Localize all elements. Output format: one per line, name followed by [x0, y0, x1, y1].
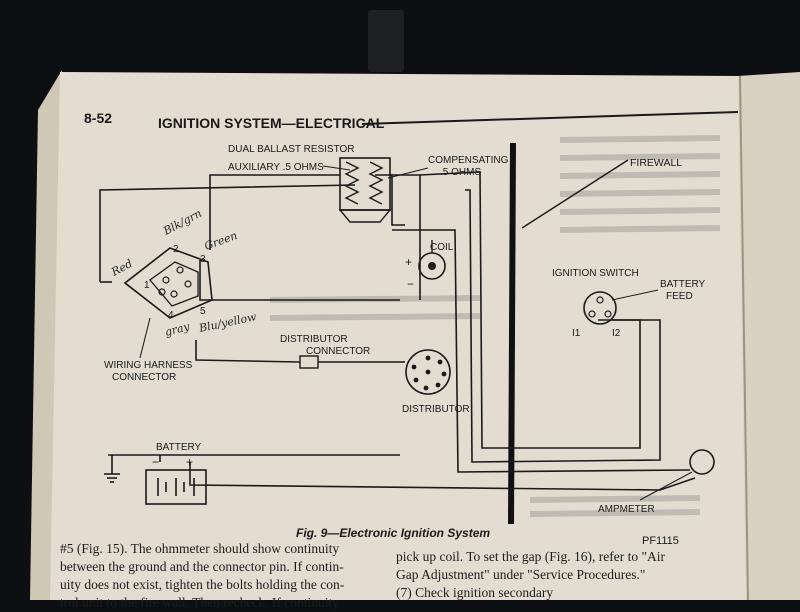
firewall-label: FIREWALL [630, 157, 682, 169]
battery-minus: − [152, 455, 159, 469]
bleed-through-text [269, 135, 721, 517]
wiring-harness-leader [139, 317, 151, 359]
ground-symbol [104, 455, 120, 483]
ignition-switch-symbol [583, 291, 617, 325]
compensating-leader [387, 167, 429, 179]
dual-ballast-label: DUAL BALLAST RESISTOR [228, 144, 355, 155]
body-line: (7) Check ignition secondary [396, 585, 554, 600]
header-rule [361, 111, 739, 125]
battery-feed-leader [611, 289, 659, 301]
body-line: #5 (Fig. 15). The ohmmeter should show c… [60, 541, 340, 556]
ignition-i2-label: I2 [612, 328, 621, 339]
book-clip [368, 10, 404, 72]
harness-inner [149, 261, 199, 307]
distributor-terminals [411, 355, 447, 391]
harness-pin-5: 5 [200, 306, 206, 317]
page-title: IGNITION SYSTEM—ELECTRICAL [158, 115, 385, 131]
wiring-harness-label-1: WIRING HARNESS [104, 360, 193, 371]
resistor-base [338, 209, 392, 223]
ignition-switch-terminals [588, 296, 612, 318]
body-line: uity does not exist, tighten the bolts h… [60, 577, 345, 592]
coil-plus: + [405, 255, 412, 269]
page-number: 8-52 [84, 110, 112, 126]
ignition-switch-label: IGNITION SWITCH [552, 268, 639, 279]
coil-terminal [428, 262, 436, 270]
harness-pin-2: 2 [173, 244, 179, 255]
gutter-line [739, 75, 749, 600]
distributor-symbol [405, 349, 451, 395]
ampmeter-leader [639, 471, 693, 501]
firewall-leader [521, 159, 629, 229]
harness-pin-1: 1 [144, 280, 150, 291]
battery-label: BATTERY [156, 442, 202, 453]
battery-symbol [145, 469, 207, 505]
wiring-harness-connector [123, 247, 213, 319]
firewall-bar [508, 142, 516, 525]
body-text-right: pick up coil. To set the gap (Fig. 16), … [396, 548, 665, 602]
distributor-connector-label-2: CONNECTOR [306, 346, 370, 357]
distributor-connector-symbol [299, 355, 319, 369]
facing-page [738, 72, 800, 600]
resistor-auxiliary [344, 161, 360, 205]
coil-minus: − [407, 277, 414, 291]
compensating-label: COMPENSATING [428, 155, 509, 166]
resistor-compensating [368, 161, 384, 205]
body-text-left: #5 (Fig. 15). The ohmmeter should show c… [60, 540, 344, 612]
auxiliary-label: AUXILIARY .5 OHMS [228, 162, 324, 173]
wiring-harness-label-2: CONNECTOR [112, 372, 176, 383]
ampmeter-label: AMPMETER [598, 504, 655, 515]
distributor-label: DISTRIBUTOR [402, 404, 470, 415]
harness-pins [158, 266, 192, 298]
handwritten-gray: gray [163, 320, 191, 339]
figure-code: PF1115 [642, 535, 679, 547]
ampmeter-symbol [689, 449, 715, 475]
body-line: Gap Adjustment" under "Service Procedure… [396, 567, 646, 582]
figure-caption: Fig. 9—Electronic Ignition System [296, 526, 490, 540]
harness-pin-3: 3 [200, 254, 206, 265]
body-line: trol unit to the fire wall. Then recheck… [60, 595, 340, 610]
ignition-i1-label: I1 [572, 328, 581, 339]
battery-plus: + [186, 455, 193, 469]
harness-pin-4: 4 [168, 310, 174, 321]
body-line: between the ground and the connector pin… [60, 559, 344, 574]
wiring [99, 171, 696, 491]
battery-cells [157, 478, 195, 496]
body-line: pick up coil. To set the gap (Fig. 16), … [396, 549, 666, 564]
coil-label: COIL [430, 242, 454, 253]
distributor-connector-label-1: DISTRIBUTOR [280, 334, 348, 345]
book-page [50, 72, 748, 600]
compensating-ohms-label: .5 OHMS [440, 167, 481, 178]
battery-feed-label-2: FEED [666, 291, 693, 302]
auxiliary-leader [322, 165, 351, 171]
battery-feed-label-1: BATTERY [660, 279, 706, 290]
